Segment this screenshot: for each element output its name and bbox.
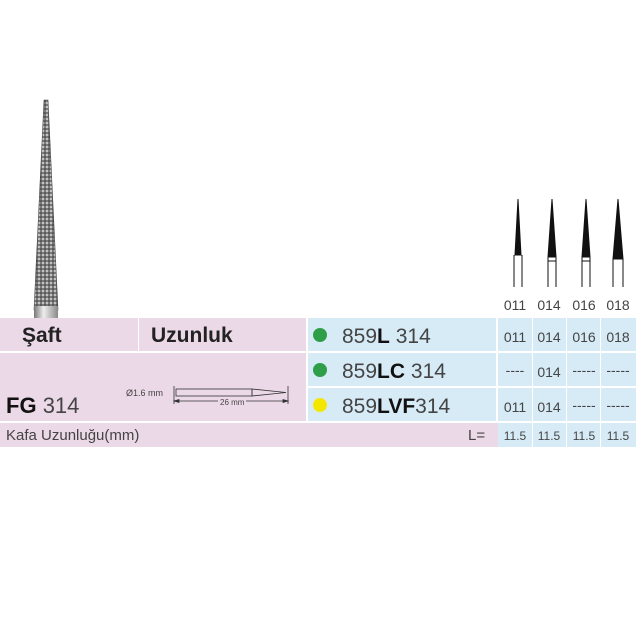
head-length-label: Kafa Uzunluğu(mm) xyxy=(6,427,140,444)
shank-prefix: FG xyxy=(6,393,37,418)
size-cell: ----- xyxy=(606,362,630,378)
length-header: Uzunluk xyxy=(151,324,233,347)
sizes-bg xyxy=(498,318,636,421)
size-cell: 011 xyxy=(503,329,527,345)
shank-code: FG 314 xyxy=(6,393,79,419)
product-code[interactable]: 859LVF314 xyxy=(342,395,451,418)
head-values-bg xyxy=(498,423,636,447)
size-cell: ----- xyxy=(606,397,630,413)
products-bg xyxy=(308,318,496,421)
bur-icons xyxy=(513,198,624,287)
size-cell: ---- xyxy=(505,362,525,378)
size-cell: 011 xyxy=(503,399,527,415)
col-divider xyxy=(566,318,567,447)
product-code[interactable]: 859LC 314 xyxy=(342,360,446,383)
size-label: 011 xyxy=(503,297,527,313)
col-divider xyxy=(600,318,601,447)
shank-cell-bg xyxy=(0,353,306,421)
size-cell: 016 xyxy=(572,329,596,345)
head-length-row-bg xyxy=(0,423,500,447)
size-label: 018 xyxy=(606,297,630,313)
size-label: 014 xyxy=(537,297,561,313)
head-length-value: 11.5 xyxy=(572,429,596,443)
row-divider xyxy=(308,386,640,388)
size-label: 016 xyxy=(572,297,596,313)
status-dot xyxy=(313,328,327,342)
size-cell: 014 xyxy=(537,364,561,380)
size-cell: 014 xyxy=(537,329,561,345)
size-cell: 014 xyxy=(537,399,561,415)
status-dot xyxy=(313,398,327,412)
col-divider xyxy=(138,318,139,351)
size-cell: ----- xyxy=(572,362,596,378)
row-divider xyxy=(0,351,640,353)
status-dot xyxy=(313,363,327,377)
head-length-symbol: L= xyxy=(468,427,486,444)
header-row-bg xyxy=(0,318,306,351)
bur-illustration xyxy=(33,99,59,320)
head-length-value: 11.5 xyxy=(606,429,630,443)
shank-number: 314 xyxy=(42,393,80,418)
length-dimension-label: 26 mm xyxy=(218,398,247,407)
head-length-value: 11.5 xyxy=(503,429,527,443)
shaft-header: Şaft xyxy=(22,324,62,347)
row-divider xyxy=(0,421,640,423)
col-divider xyxy=(532,318,533,447)
size-cell: 018 xyxy=(606,329,630,345)
size-cell: ----- xyxy=(572,397,596,413)
head-length-value: 11.5 xyxy=(537,429,561,443)
diameter-label: Ø1.6 mm xyxy=(126,388,164,398)
product-code[interactable]: 859L 314 xyxy=(342,325,431,348)
